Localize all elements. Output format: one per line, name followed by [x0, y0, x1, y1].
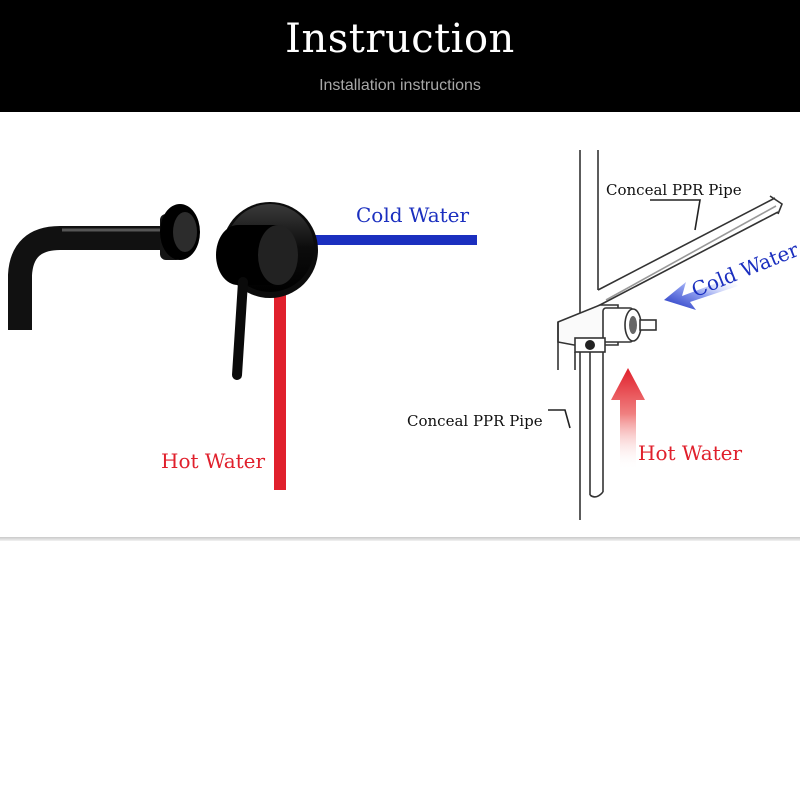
header-banner: Instruction Installation instructions [0, 0, 800, 112]
divider-line [0, 537, 800, 541]
faucet-mixer [216, 202, 318, 380]
right-wall-diagram [548, 150, 783, 520]
left-faucet-diagram [8, 202, 477, 490]
bottom-pipe-label: Conceal PPR Pipe [407, 412, 543, 430]
top-conceal-pipe [597, 195, 783, 307]
installation-diagram [8, 150, 783, 520]
mixer-lever [232, 277, 248, 380]
page-subtitle: Installation instructions [319, 77, 481, 94]
bottom-pipe-leader [548, 409, 571, 429]
page-title: Instruction [285, 16, 515, 62]
bottom-conceal-pipe [589, 352, 604, 498]
faucet-spout [8, 204, 200, 330]
hot-water-arrow-icon [611, 368, 645, 470]
top-pipe-label: Conceal PPR Pipe [606, 181, 742, 199]
valve-block [557, 304, 657, 370]
top-pipe-leader [650, 199, 701, 231]
cold-water-arrow-icon [664, 278, 738, 310]
left-hot-water-label: Hot Water [161, 449, 266, 473]
right-hot-water-label: Hot Water [638, 441, 743, 465]
left-cold-water-label: Cold Water [356, 203, 470, 227]
